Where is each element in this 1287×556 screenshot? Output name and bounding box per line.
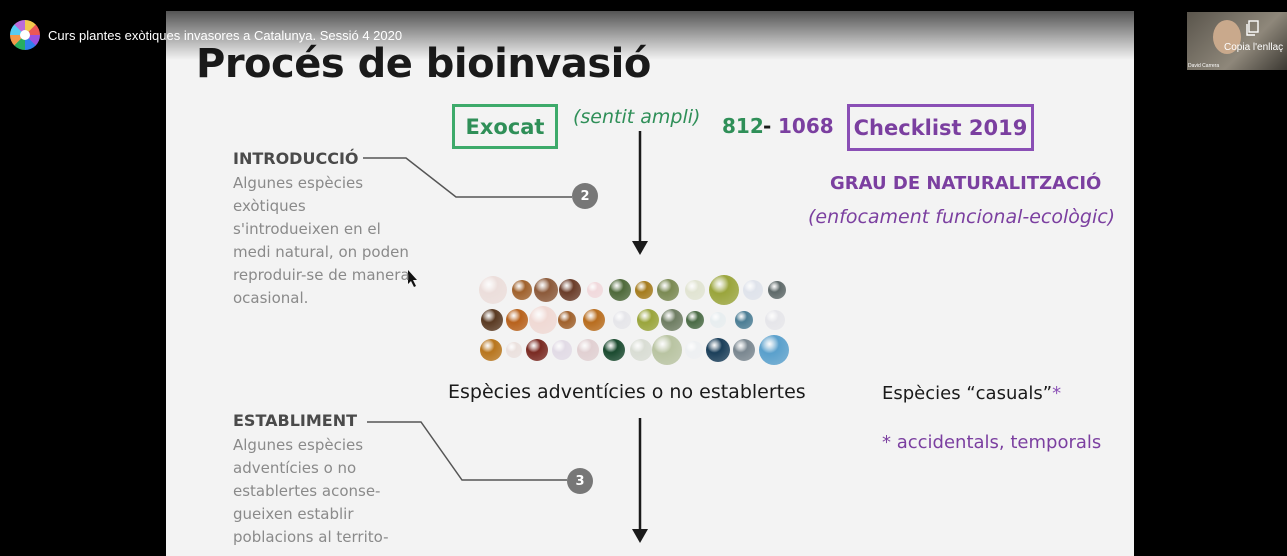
exocat-box: Exocat (452, 104, 558, 149)
webcam-name: David Carrera (1188, 63, 1220, 69)
species-sphere (552, 340, 572, 360)
species-sphere (710, 312, 726, 328)
species-sphere (587, 282, 603, 298)
species-sphere (637, 309, 659, 331)
casuals-star: * (1052, 383, 1062, 404)
species-sphere (635, 281, 653, 299)
species-sphere (613, 311, 631, 329)
species-sphere (506, 309, 528, 331)
presentation-slide: Procés de bioinvasió Exocat (sentit ampl… (166, 11, 1134, 556)
establiment-heading: ESTABLIMENT (233, 411, 358, 430)
count-checklist: 1068 (778, 114, 834, 138)
connector-lines (363, 131, 789, 543)
enfocament-label: (enfocament funcional-ecològic) (808, 206, 1116, 228)
species-sphere (583, 309, 605, 331)
webcam-thumbnail: David Carrera (1187, 12, 1287, 70)
species-sphere (558, 311, 576, 329)
species-sphere (657, 279, 679, 301)
video-title[interactable]: Curs plantes exòtiques invasores a Catal… (48, 28, 403, 43)
channel-logo[interactable] (10, 20, 40, 50)
species-sphere (603, 339, 625, 361)
step-2-badge: 2 (572, 183, 598, 209)
introduccio-heading: INTRODUCCIÓ (233, 149, 359, 168)
species-sphere (534, 278, 558, 302)
species-sphere (743, 280, 763, 300)
establiment-text: Algunes espècies adventícies o no establ… (233, 436, 389, 546)
species-sphere (709, 275, 739, 305)
casuals-label: Espècies “casuals”* (882, 383, 1061, 404)
video-top-bar (0, 0, 1287, 60)
grau-naturalitzacio-heading: GRAU DE NATURALITZACIÓ (830, 173, 1102, 194)
species-sphere (661, 309, 683, 331)
species-sphere (529, 306, 557, 334)
species-sphere (759, 335, 789, 365)
species-sphere (652, 335, 682, 365)
species-sphere (512, 280, 532, 300)
presenter-face (1213, 20, 1241, 54)
sentit-ampli-label: (sentit ampli) (573, 106, 701, 128)
species-sphere (630, 339, 652, 361)
casuals-text: Espècies “casuals” (882, 383, 1053, 404)
accidentals-label: * accidentals, temporals (882, 432, 1102, 453)
species-sphere (685, 341, 703, 359)
checklist-box: Checklist 2019 (847, 104, 1034, 151)
species-sphere (481, 309, 503, 331)
species-sphere (768, 281, 786, 299)
species-sphere (506, 342, 522, 358)
species-sphere (480, 339, 502, 361)
species-sphere (559, 279, 581, 301)
mouse-cursor-icon (408, 270, 417, 287)
species-sphere (609, 279, 631, 301)
species-sphere (735, 311, 753, 329)
species-sphere (526, 339, 548, 361)
species-sphere (733, 339, 755, 361)
species-sphere (765, 310, 785, 330)
copy-link-label[interactable]: Copia l'enllaç (1224, 42, 1284, 53)
count-dash: - (763, 114, 772, 138)
count-exocat: 812 (722, 114, 764, 138)
copy-link-icon[interactable] (1245, 20, 1259, 36)
adventicies-label: Espècies adventícies o no establertes (448, 381, 806, 403)
species-sphere (479, 276, 507, 304)
species-sphere (706, 338, 730, 362)
species-spheres (479, 275, 789, 365)
step-3-badge: 3 (567, 468, 593, 494)
species-sphere (577, 339, 599, 361)
species-sphere (686, 311, 704, 329)
species-sphere (685, 280, 705, 300)
introduccio-text: Algunes espècies exòtiques s'introdueixe… (233, 174, 410, 307)
